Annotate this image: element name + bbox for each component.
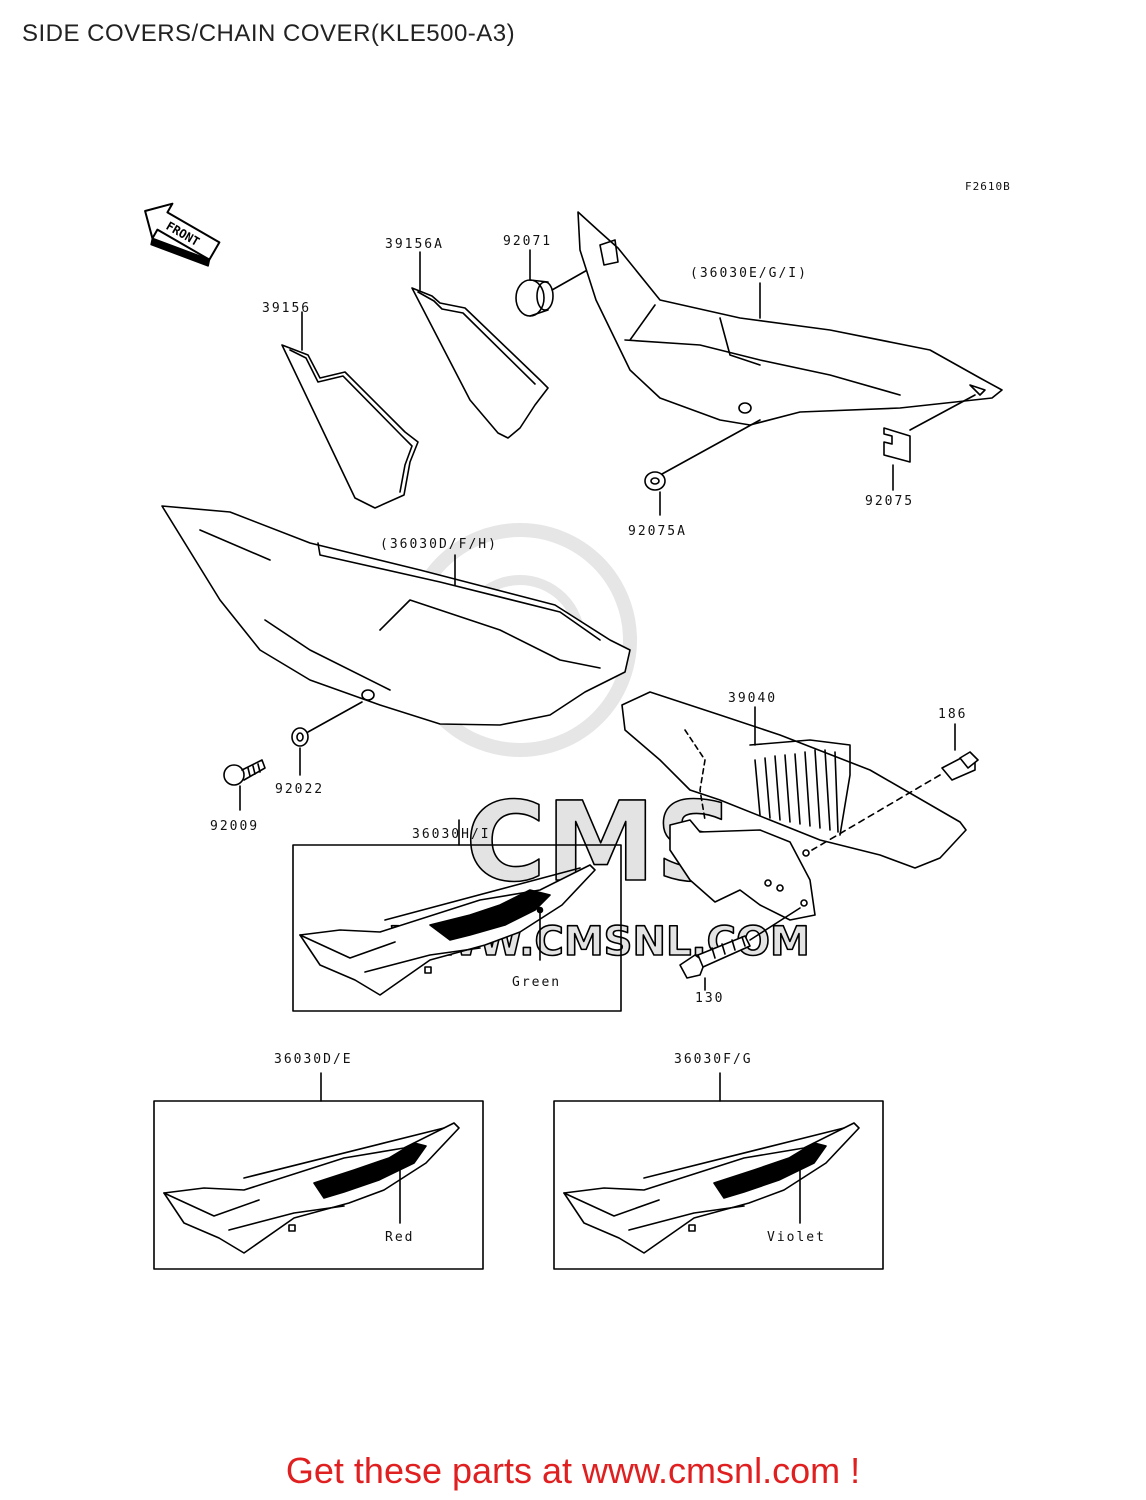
part-92009[interactable]: 92009 [210,759,266,834]
label-39156A: 39156A [385,237,444,252]
label-36030EGI: (36030E/G/I) [690,266,808,281]
label-92075: 92075 [865,494,914,509]
part-92022[interactable]: 92022 [275,701,363,797]
label-130: 130 [695,991,724,1006]
variant-box-36030FG[interactable]: 36030F/G Violet [553,1052,884,1270]
part-92075[interactable]: 92075 [865,394,976,509]
figure-code: F2610B [965,180,1011,193]
label-186: 186 [938,707,967,722]
part-92075A[interactable]: 92075A [628,419,761,539]
label-36030FG: 36030F/G [674,1052,753,1067]
color-label-violet: Violet [767,1230,826,1245]
label-92022: 92022 [275,782,324,797]
label-92009: 92009 [210,819,259,834]
label-36030DFH: (36030D/F/H) [380,537,498,552]
label-92075A: 92075A [628,524,687,539]
footer-promo-link[interactable]: Get these parts at www.cmsnl.com ! [285,1450,861,1491]
part-39040[interactable]: 39040 [621,691,967,921]
color-label-green: Green [512,975,561,990]
label-39040: 39040 [728,691,777,706]
variant-box-36030HI[interactable]: 36030H/I Green [292,819,622,1012]
part-39156A[interactable]: 39156A [385,237,549,439]
color-label-red: Red [385,1230,414,1245]
part-186[interactable]: 186 [811,707,979,851]
part-36030DFH[interactable]: (36030D/F/H) [161,505,631,726]
part-130[interactable]: 130 [679,907,801,1006]
label-36030DE: 36030D/E [274,1052,353,1067]
page-title: SIDE COVERS/CHAIN COVER(KLE500-A3) [22,20,516,47]
variant-box-36030DE[interactable]: 36030D/E Red [153,1052,484,1270]
label-39156: 39156 [262,301,311,316]
part-36030EGI[interactable]: (36030E/G/I) [577,211,1003,426]
front-arrow-icon: FRONT [144,202,221,267]
part-39156[interactable]: 39156 [262,301,419,509]
label-92071: 92071 [503,234,552,249]
label-36030HI: 36030H/I [412,827,491,842]
part-92071[interactable]: 92071 [503,234,606,317]
